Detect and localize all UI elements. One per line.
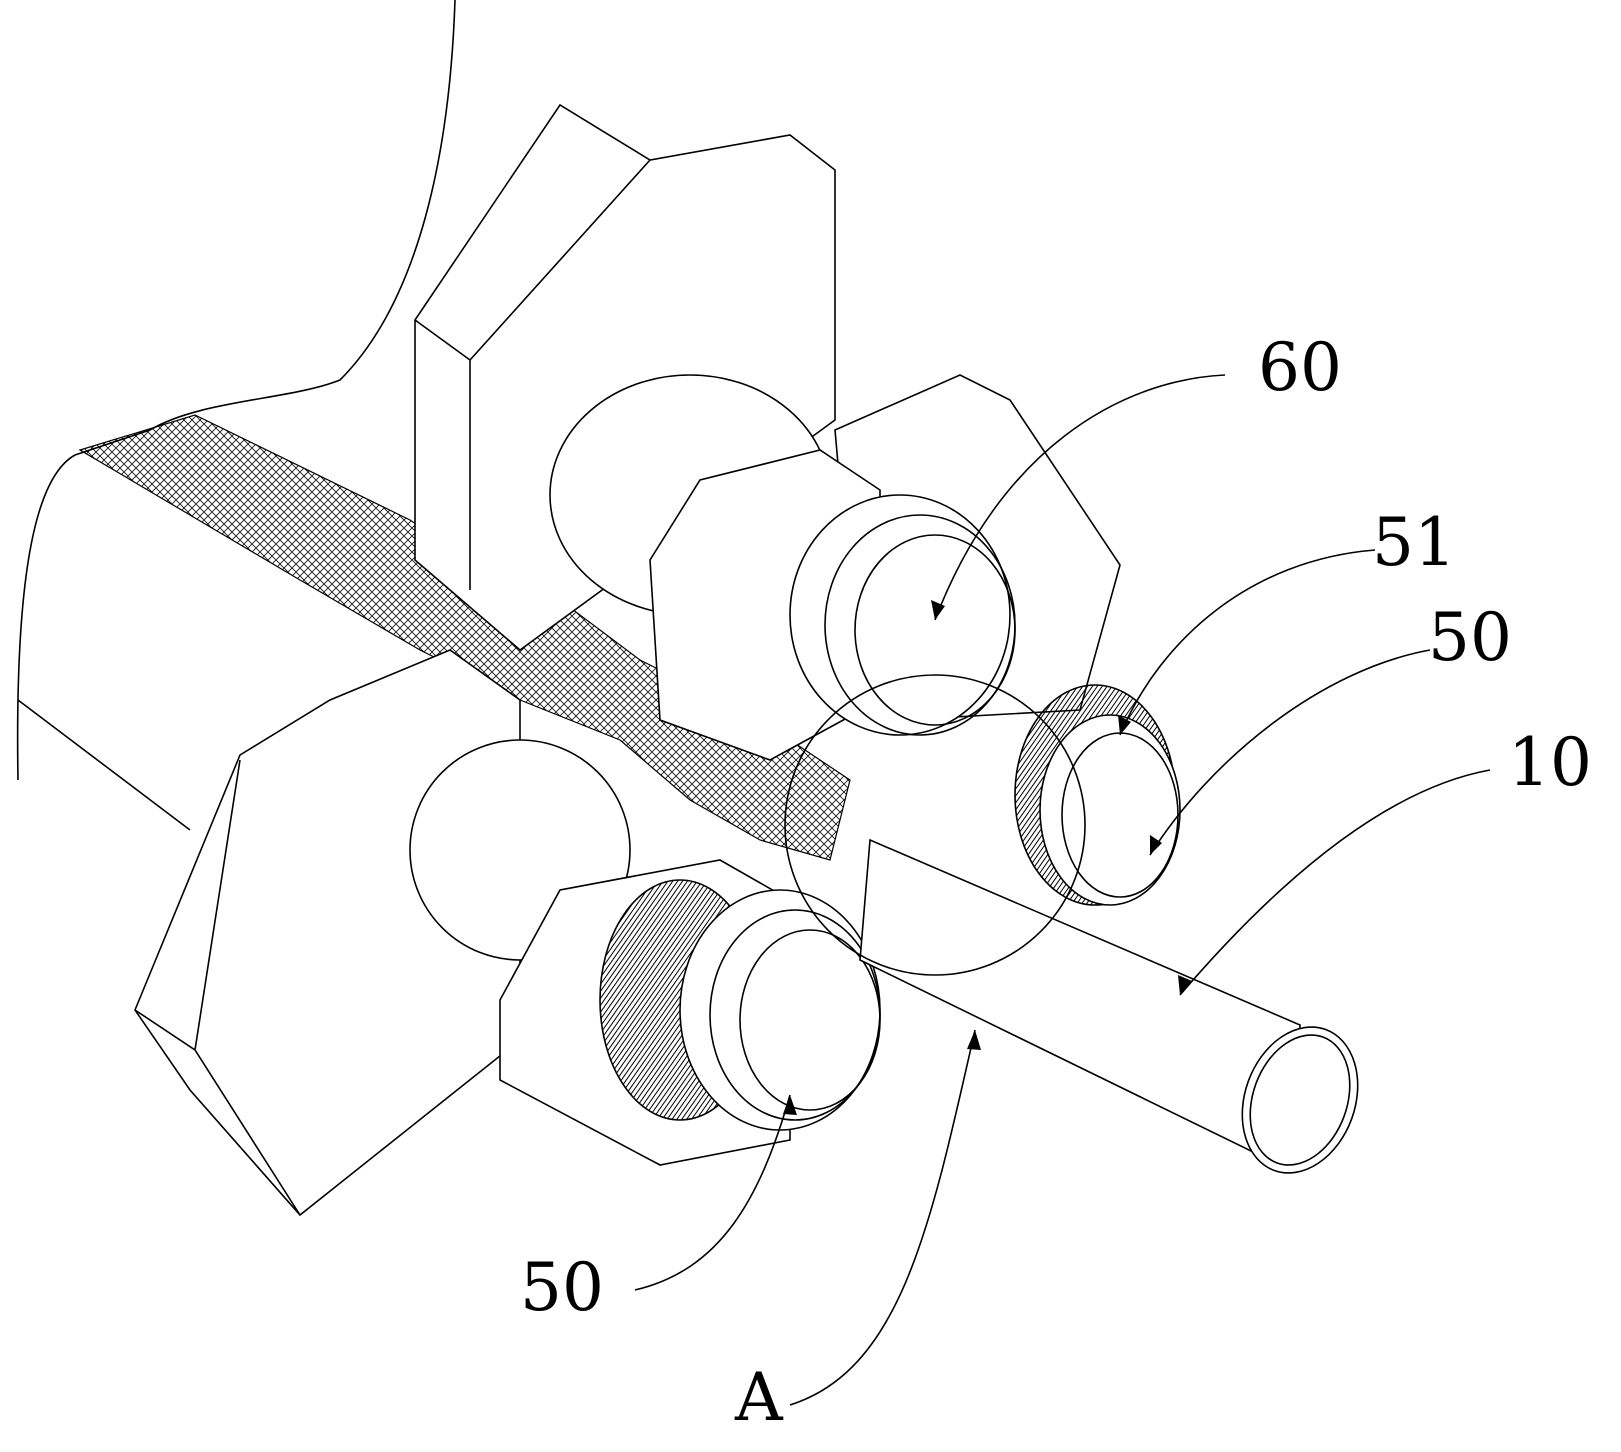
label-50-right: 50: [1428, 605, 1512, 671]
label-51: 51: [1372, 510, 1456, 576]
label-a: A: [735, 1365, 783, 1431]
label-60: 60: [1258, 335, 1342, 401]
frame-outline: [18, 0, 455, 780]
leader-10: [1180, 770, 1490, 995]
leader-50-right: [1150, 650, 1430, 855]
arrowhead-icon: [967, 1030, 981, 1050]
label-10: 10: [1508, 730, 1592, 796]
upper-roller: [790, 495, 1010, 735]
label-50-bottom: 50: [520, 1255, 604, 1321]
leader-51: [1120, 550, 1375, 735]
frame-edge: [18, 700, 190, 830]
